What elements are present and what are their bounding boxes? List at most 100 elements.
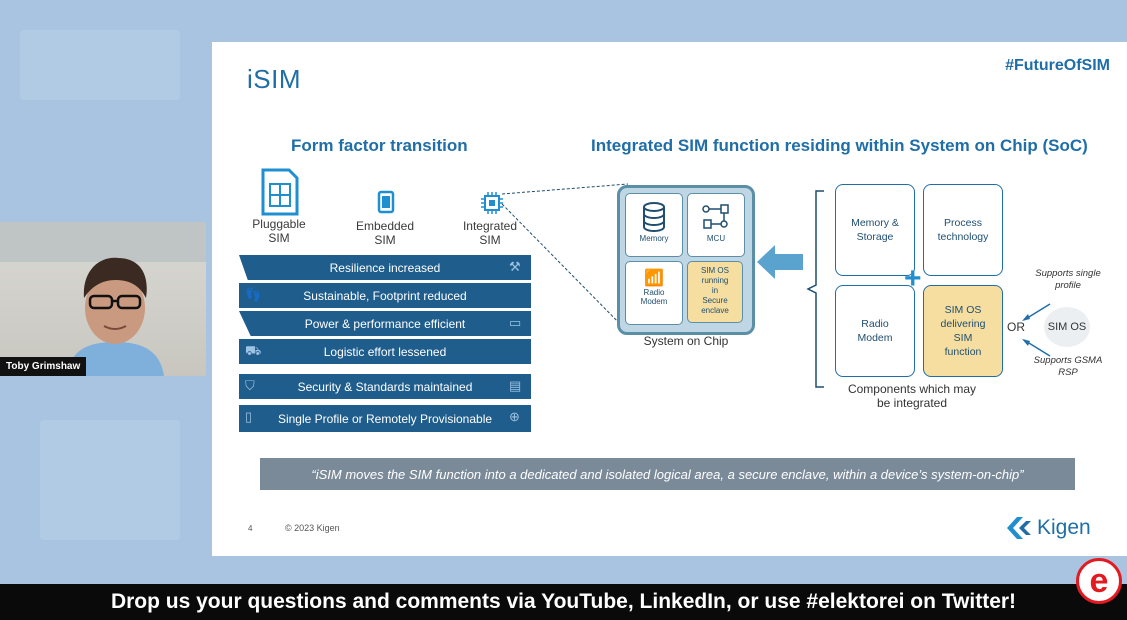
supports-single-profile-note: Supports single profile [1028, 268, 1108, 292]
footprint-icon: 👣 [245, 287, 262, 302]
note-line: Supports GSMA [1033, 355, 1103, 366]
sim-os-line: in [711, 286, 719, 295]
soc-section-title: Integrated SIM function residing within … [591, 136, 1088, 155]
form-factor-title: Form factor transition [291, 136, 468, 155]
benefit-band: ⛟ Logistic effort lessened [239, 339, 531, 364]
hammer-icon: ⚒ [509, 259, 521, 274]
background-decoration [20, 30, 180, 100]
chip-icon [481, 192, 503, 214]
component-line: function [944, 346, 982, 358]
ticker-text: Drop us your questions and comments via … [110, 590, 1017, 613]
sim-os-line: running [701, 276, 729, 285]
globe-icon: ⊕ [509, 409, 520, 424]
benefit-label: Security & Standards maintained [297, 379, 473, 394]
note-line: Supports single [1035, 268, 1101, 279]
benefit-band: Resilience increased ⚒ [239, 255, 531, 280]
radio-modem-block: 📶 Radio Modem [625, 261, 683, 325]
benefit-label: Resilience increased [329, 260, 441, 275]
system-on-chip-diagram: Memory MCU 📶 Radio Modem SIM OS running … [617, 185, 755, 335]
memory-label: Memory [639, 234, 669, 243]
shield-icon: ⛉ [245, 378, 255, 393]
memory-block: Memory [625, 193, 683, 257]
page-number: 4 [248, 524, 253, 533]
component-line: SIM [953, 332, 973, 344]
connector-lines [501, 183, 629, 333]
sim-os-circle: SIM OS [1044, 307, 1090, 347]
benefit-band: Power & performance efficient ▭ [239, 311, 531, 336]
note-line: RSP [1058, 367, 1078, 378]
label-line: SIM [268, 231, 290, 245]
components-caption: Components which may be integrated [832, 382, 992, 410]
slide-hashtag: #FutureOfSIM [1005, 57, 1110, 74]
chip-icon [377, 190, 395, 214]
label-line: SIM [374, 233, 396, 247]
quote-banner: “iSIM moves the SIM function into a dedi… [260, 458, 1075, 490]
sim-os-line: enclave [701, 306, 729, 315]
benefit-label: Logistic effort lessened [323, 344, 447, 359]
integrated-sim-label: Integrated SIM [450, 219, 530, 247]
label-line: Integrated [462, 219, 518, 233]
flowchart-icon [702, 204, 729, 229]
benefit-label: Single Profile or Remotely Provisionable [277, 411, 493, 426]
memory-storage-component: Memory & Storage [835, 184, 915, 276]
caption-line: be integrated [876, 396, 948, 410]
sim-os-line: SIM OS [700, 266, 729, 275]
soc-caption: System on Chip [643, 334, 729, 348]
benefit-label: Sustainable, Footprint reduced [303, 288, 467, 303]
component-line: Memory & [851, 217, 899, 229]
sim-os-line: Secure [702, 296, 728, 305]
or-label: OR [1007, 320, 1025, 334]
sim-os-component: SIM OS delivering SIM function [923, 285, 1003, 377]
pluggable-sim-label: Pluggable SIM [239, 217, 319, 245]
label-line: Embedded [355, 219, 415, 233]
benefit-band: 👣 Sustainable, Footprint reduced [239, 283, 531, 308]
benefit-band: ▯ Single Profile or Remotely Provisionab… [239, 405, 531, 432]
component-line: Storage [856, 231, 894, 243]
kigen-brand: Kigen [1037, 516, 1091, 539]
copyright: © 2023 Kigen [285, 523, 340, 533]
database-icon [643, 202, 665, 233]
ticker-bar: Drop us your questions and comments via … [0, 584, 1127, 620]
elektor-logo: e [1076, 558, 1122, 604]
embedded-sim-label: Embedded SIM [345, 219, 425, 247]
mcu-label: MCU [706, 234, 726, 243]
presentation-slide: iSIM #FutureOfSIM Form factor transition… [212, 42, 1127, 556]
label-line: SIM [479, 233, 501, 247]
component-line: technology [937, 231, 989, 243]
caption-line: Components which may [847, 382, 977, 396]
slide-title: iSIM [247, 64, 301, 94]
quote-text: “iSIM moves the SIM function into a dedi… [311, 466, 1024, 482]
component-line: SIM OS [944, 304, 982, 316]
clipboard-icon: ▤ [509, 378, 522, 393]
component-line: delivering [940, 318, 986, 330]
sim-os-label: SIM OS [1047, 321, 1087, 333]
wifi-icon: 📶 [644, 270, 664, 287]
presenter-webcam: Toby Grimshaw [0, 222, 206, 376]
benefit-band: ⛉ Security & Standards maintained ▤ [239, 374, 531, 399]
sim-card-icon: ▯ [245, 409, 253, 424]
arrow-left-icon [757, 245, 803, 279]
note-line: profile [1055, 280, 1081, 291]
modem-label: Modem [640, 297, 668, 306]
kigen-logo-icon [1007, 517, 1031, 539]
bracket [806, 190, 824, 388]
component-line: Modem [857, 332, 893, 344]
presenter-figure [66, 257, 164, 376]
benefit-label: Power & performance efficient [304, 316, 466, 331]
background-decoration [40, 420, 180, 540]
pointer-arrows [1022, 303, 1051, 357]
radio-label: Radio [643, 288, 665, 297]
supports-gsma-note: Supports GSMA RSP [1028, 355, 1108, 379]
presenter-name: Toby Grimshaw [0, 357, 87, 376]
battery-icon: ▭ [509, 315, 522, 330]
component-line: Radio [861, 318, 889, 330]
webcam-background [0, 222, 206, 262]
plus-icon: + [904, 262, 922, 295]
sim-card-icon [261, 168, 299, 216]
label-line: Pluggable [252, 217, 306, 231]
kigen-logo: Kigen [1007, 516, 1091, 540]
sim-os-enclave-block: SIM OS running in Secure enclave [687, 261, 743, 323]
mcu-block: MCU [687, 193, 745, 257]
